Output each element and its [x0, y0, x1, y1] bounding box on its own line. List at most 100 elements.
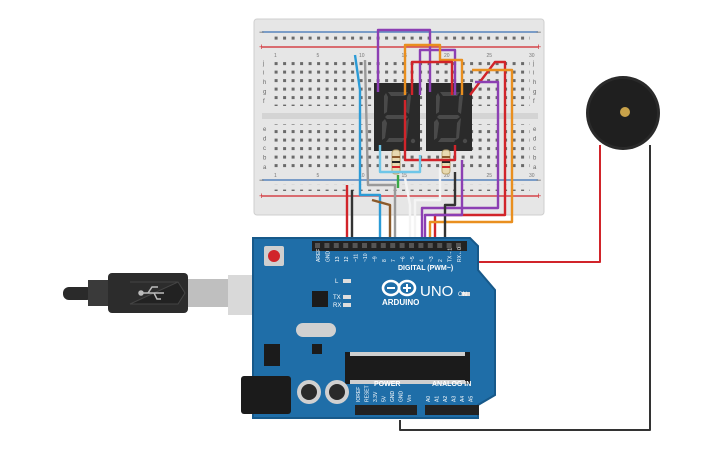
digital-pin-label: 4 — [419, 259, 425, 262]
row-letter-top-f: f — [263, 99, 265, 105]
power-pin-label: 3.3V — [373, 391, 379, 402]
seven-segment-right — [426, 83, 472, 151]
digital-pin-label: 2 — [438, 259, 444, 262]
row-letter-top-right-j: j — [532, 61, 534, 67]
column-number-30: 30 — [529, 53, 535, 59]
power-pin-label: IOREF — [356, 387, 362, 402]
row-letter-bottom-right-d: d — [533, 137, 536, 143]
power-pin-label: Vin — [407, 395, 413, 402]
row-letter-top-i: i — [263, 71, 264, 77]
row-letter-bottom-c: c — [263, 146, 266, 152]
arduino-uno[interactable]: ARDUINO UNO ON L TX RX DIGITAL (PWM~) PO… — [241, 237, 496, 419]
power-pin-label: RESET — [365, 385, 371, 402]
analog-pin-label: A3 — [452, 396, 458, 402]
row-letter-bottom-b: b — [263, 156, 267, 162]
column-number-10: 10 — [359, 53, 365, 59]
wire-red-right — [433, 60, 507, 242]
header-pin[interactable] — [456, 243, 461, 248]
digital-pin-label: ~3 — [429, 256, 435, 262]
rail-plus-top: + — [259, 42, 264, 52]
atmega-chip — [345, 352, 470, 384]
digital-pin-label: 8 — [382, 259, 388, 262]
header-pin[interactable] — [427, 243, 433, 248]
wire-orange-top — [403, 43, 464, 95]
column-number-bottom-25: 25 — [487, 173, 493, 179]
header-pin[interactable] — [315, 243, 320, 248]
row-letter-top-right-g: g — [533, 90, 536, 96]
header-pin[interactable] — [399, 243, 405, 248]
rail-minus-top-right: − — [536, 27, 541, 37]
power-jack[interactable] — [241, 376, 291, 414]
rx-label: RX — [333, 303, 341, 309]
digital-pin-label: ~6 — [401, 256, 407, 262]
arduino-brand: ARDUINO — [382, 298, 419, 307]
digital-pin-label: 7 — [391, 259, 397, 262]
header-pin[interactable] — [343, 243, 349, 248]
power-pin-label: GND — [399, 391, 405, 403]
rail-minus-bottom: − — [259, 175, 264, 185]
row-letter-bottom-right-a: a — [533, 165, 537, 171]
reset-button-cap[interactable] — [268, 250, 280, 262]
analog-pin-label: A5 — [469, 396, 475, 402]
header-pin[interactable] — [390, 243, 396, 248]
column-number-20: 20 — [444, 53, 450, 59]
rail-plus-top-right: + — [536, 42, 541, 52]
header-pin[interactable] — [324, 243, 330, 248]
analog-pin-label: A2 — [443, 396, 449, 402]
column-number-bottom-30: 30 — [529, 173, 535, 179]
header-pin[interactable] — [380, 243, 386, 248]
rail-plus-bottom: + — [259, 191, 264, 201]
analog-header-label: ANALOG IN — [432, 381, 471, 388]
digital-pin-label: ~11 — [354, 254, 360, 262]
wire-blue-light — [378, 145, 422, 174]
row-letter-bottom-d: d — [263, 137, 266, 143]
header-pin[interactable] — [418, 243, 424, 248]
column-number-bottom-20: 20 — [444, 173, 450, 179]
resistor-left — [391, 149, 401, 175]
wire-orange-right — [428, 68, 514, 242]
wire-blue-left — [353, 54, 382, 242]
row-letter-top-h: h — [263, 80, 266, 86]
header-pin[interactable] — [352, 243, 358, 248]
header-pin[interactable] — [437, 243, 443, 248]
power-header-label: POWER — [374, 381, 400, 388]
header-pin[interactable] — [371, 243, 377, 248]
wire-black-buzzer — [399, 145, 651, 431]
rail-plus-bottom-right: + — [536, 191, 541, 201]
analog-pin-label: A1 — [435, 396, 441, 402]
digital-pin-label: ~9 — [372, 256, 378, 262]
power-pin-label: 5V — [382, 395, 388, 402]
header-pin[interactable] — [362, 243, 367, 248]
column-number-25: 25 — [487, 53, 493, 59]
digital-pin-label: ~10 — [363, 253, 369, 262]
wires — [345, 28, 651, 431]
header-pin[interactable] — [333, 243, 339, 248]
row-letter-bottom-right-e: e — [533, 127, 537, 133]
wire-purple-2 — [418, 48, 457, 95]
wire-purple-3 — [423, 160, 464, 242]
column-number-1: 1 — [274, 53, 277, 59]
digital-pin-label: TX→1 — [448, 248, 454, 262]
wire-black-2 — [443, 172, 457, 242]
digital-pin-label: RX←0 — [457, 247, 463, 262]
wire-red-loop — [403, 100, 457, 162]
wire-gray-left — [363, 59, 397, 242]
row-letter-top-g: g — [263, 90, 266, 96]
arduino-model: UNO — [420, 283, 453, 300]
header-pin[interactable] — [446, 243, 452, 248]
row-letter-bottom-a: a — [263, 165, 267, 171]
column-number-bottom-5: 5 — [317, 173, 320, 179]
usb-cable — [63, 273, 286, 315]
analog-pin-label: A4 — [460, 396, 466, 402]
analog-pin-label: A0 — [426, 396, 432, 402]
row-letter-bottom-e: e — [263, 127, 267, 133]
header-pin[interactable] — [409, 243, 414, 248]
piezo-buzzer[interactable] — [586, 76, 660, 150]
wire-purple-right — [420, 80, 500, 242]
wire-brown — [371, 198, 392, 242]
